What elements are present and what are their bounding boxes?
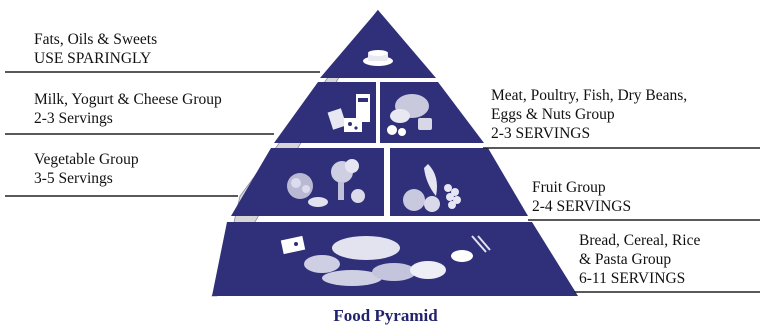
label-fruit-servings: 2-4 SERVINGS (532, 198, 632, 215)
label-fats-title: Fats, Oils & Sweets (34, 31, 158, 48)
label-meat-servings: 2-3 SERVINGS (491, 125, 591, 142)
vegetable-icon (287, 159, 365, 207)
tier-fats-oils-sweets (320, 10, 436, 78)
label-bread-group: Bread, Cereal, Rice & Pasta Group 6-11 S… (579, 231, 700, 288)
label-vegetable-group: Vegetable Group 3-5 Servings (34, 150, 139, 188)
label-vegetable-servings: 3-5 Servings (34, 170, 113, 187)
fruit-icon (403, 164, 461, 212)
label-meat-title-2: Eggs & Nuts Group (491, 106, 615, 123)
label-bread-servings: 6-11 SERVINGS (579, 270, 686, 287)
label-bread-title: Bread, Cereal, Rice (579, 232, 701, 249)
label-meat-group: Meat, Poultry, Fish, Dry Beans, Eggs & N… (491, 86, 687, 143)
label-fruit-group: Fruit Group 2-4 SERVINGS (532, 178, 631, 216)
tier-bread-group (212, 222, 578, 296)
label-meat-title: Meat, Poultry, Fish, Dry Beans, (491, 87, 688, 104)
label-fruit-title: Fruit Group (532, 179, 606, 196)
meat-icon (387, 94, 432, 136)
sweets-icon (363, 50, 393, 66)
figure-caption: Food Pyramid (333, 306, 438, 325)
label-fats-oils-sweets: Fats, Oils & Sweets USE SPARINGLY (34, 30, 157, 68)
label-milk-servings: 2-3 Servings (34, 110, 113, 127)
label-vegetable-title: Vegetable Group (34, 151, 139, 168)
grains-icon (280, 235, 491, 286)
label-milk-title: Milk, Yogurt & Cheese Group (34, 91, 222, 108)
label-milk-group: Milk, Yogurt & Cheese Group 2-3 Servings (34, 90, 222, 128)
dairy-icon (327, 94, 370, 132)
label-bread-title-2: & Pasta Group (579, 251, 672, 268)
label-fats-servings: USE SPARINGLY (34, 50, 152, 67)
